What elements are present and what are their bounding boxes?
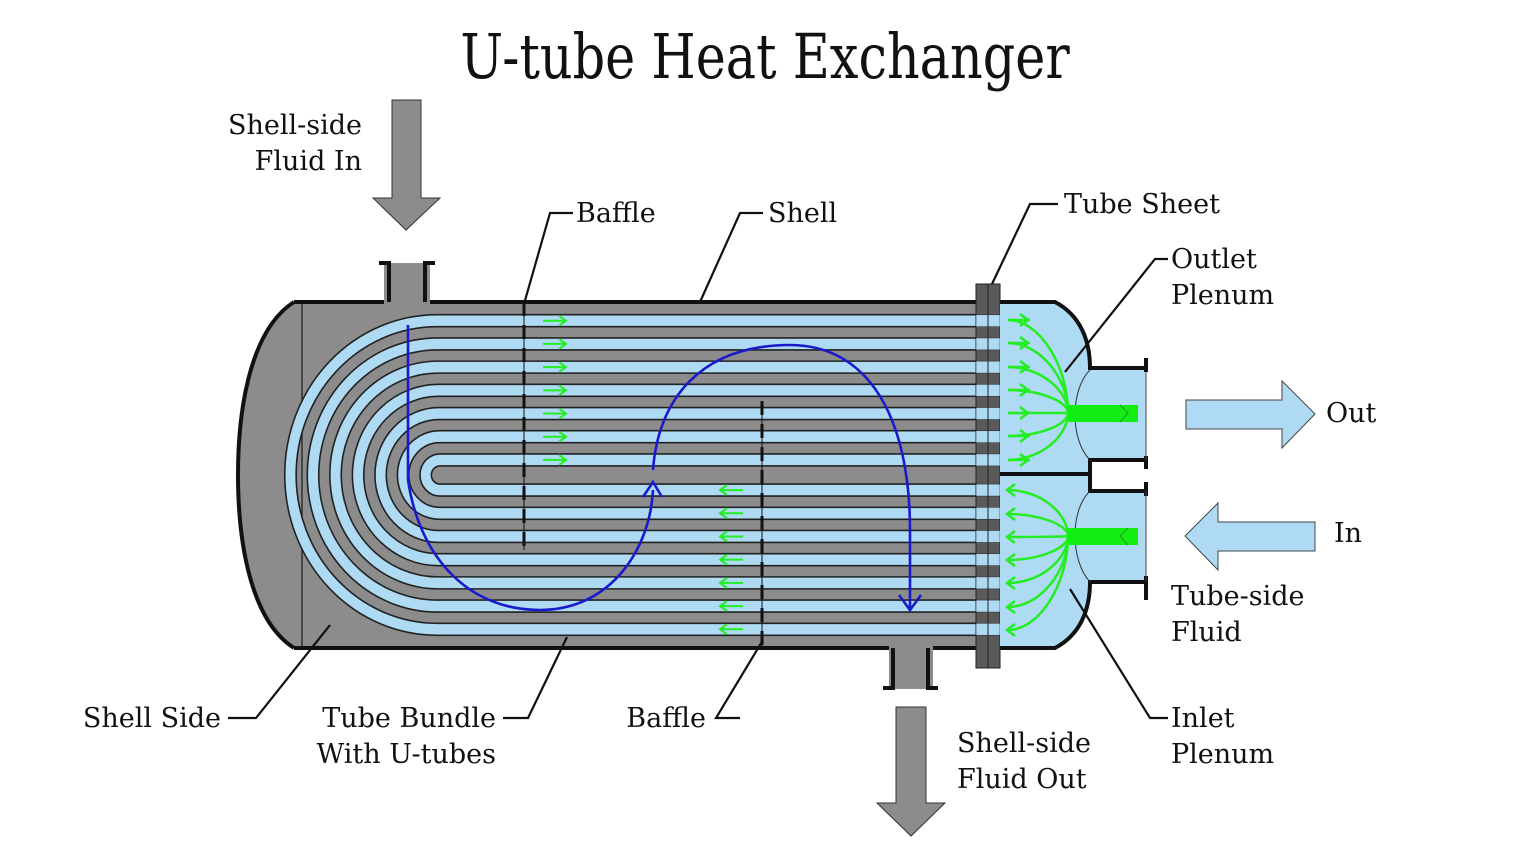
label-line: Fluid In: [255, 146, 362, 177]
tube-flow-arrow-left-icon: [718, 530, 743, 543]
label-line: Tube Bundle: [322, 703, 496, 734]
tube-flow-arrow-left-icon: [718, 507, 743, 520]
label-tube-side-fluid: Tube-side Fluid: [1171, 581, 1305, 648]
inlet-flow-arrow-icon: [1004, 507, 1016, 521]
label-baffle-bottom: Baffle: [626, 703, 706, 734]
shell-outlet-nozzle: [883, 645, 938, 690]
label-line: Inlet: [1171, 703, 1235, 734]
inlet-flow-arrow-icon: [1004, 623, 1016, 637]
inlet-flow-line: [1007, 488, 1070, 537]
label-shell-side: Shell Side: [83, 703, 221, 734]
inlet-flow-arrow-icon: [1004, 576, 1016, 590]
shell-inlet-nozzle: [379, 261, 435, 305]
shell-outline: [235, 300, 1000, 650]
shell-side-fluid-out-arrow-icon: [875, 706, 947, 837]
tube-flow-arrow-left-icon: [718, 623, 743, 636]
inlet-flow-arrow-icon: [1004, 600, 1016, 614]
inlet-flow-line: [1007, 512, 1070, 537]
outlet-plenum-outline: [1000, 300, 1146, 370]
label-in: In: [1334, 518, 1362, 549]
tube-flow-arrow-right-icon: [543, 430, 568, 443]
outlet-flow-bar: [1068, 405, 1138, 422]
label-out: Out: [1326, 398, 1377, 429]
tube-side-out-arrow-icon: [1185, 379, 1316, 450]
tube-flow-arrow-right-icon: [543, 407, 568, 420]
label-baffle-top: Baffle: [576, 198, 656, 229]
leader-lines: [228, 202, 1168, 720]
diagram-title: U-tube Heat Exchanger: [460, 21, 1070, 93]
tube-flow-arrow-left-icon: [718, 484, 743, 496]
tube-flow-arrow-left-icon: [718, 577, 743, 589]
inlet-flow-line: [1007, 534, 1070, 539]
u-tube: [419, 453, 1001, 497]
tube-side-flow-lines: [1004, 313, 1070, 637]
label-line: Fluid Out: [957, 764, 1087, 795]
label-line: Shell-side: [228, 110, 362, 141]
inlet-flow-line: [1007, 535, 1070, 632]
label-line: Tube-side: [1171, 581, 1305, 612]
label-line: With U-tubes: [317, 739, 497, 770]
tube-flow-arrows: [543, 314, 743, 636]
label-inlet-plenum: Inlet Plenum: [1171, 703, 1274, 770]
shell-side-fluid-in-arrow-icon: [371, 99, 442, 231]
tube-sheet: [975, 283, 1001, 669]
tube-flow-arrow-right-icon: [543, 454, 568, 466]
tube-flow-arrow-right-icon: [543, 338, 568, 350]
tube-flow-arrow-right-icon: [543, 314, 568, 327]
tube-flow-arrow-left-icon: [718, 553, 743, 566]
label-shell: Shell: [768, 198, 837, 229]
label-line: Shell-side: [957, 728, 1091, 759]
inlet-flow-arrow-icon: [1004, 553, 1016, 567]
inlet-flow-arrow-icon: [1004, 530, 1016, 544]
inlet-flow-bar: [1068, 528, 1138, 545]
inlet-flow-arrow-icon: [1004, 483, 1016, 497]
label-line: Plenum: [1171, 280, 1274, 311]
label-outlet-plenum: Outlet Plenum: [1171, 244, 1274, 311]
tube-flow-arrow-left-icon: [718, 600, 743, 612]
label-line: Plenum: [1171, 739, 1274, 770]
label-tube-bundle: Tube Bundle With U-tubes: [317, 703, 497, 770]
label-line: Outlet: [1171, 244, 1257, 275]
plenum: [1000, 300, 1148, 650]
label-line: Fluid: [1171, 617, 1242, 648]
tube-flow-arrow-right-icon: [543, 361, 568, 373]
label-shell-side-fluid-in: Shell-side Fluid In: [228, 110, 362, 177]
shell-side-flow-path: [406, 325, 923, 613]
label-shell-side-fluid-out: Shell-side Fluid Out: [957, 728, 1091, 795]
inlet-plenum-outline: [1000, 580, 1146, 650]
label-tube-sheet: Tube Sheet: [1064, 189, 1220, 220]
u-tube: [396, 429, 1001, 521]
tube-flow-arrow-right-icon: [543, 384, 568, 397]
tube-side-in-arrow-icon: [1184, 501, 1316, 572]
